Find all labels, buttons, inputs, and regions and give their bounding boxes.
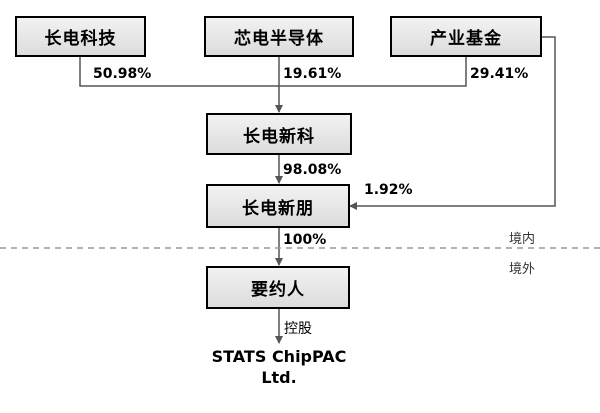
stake-fund-xinpeng: 1.92% [364, 182, 413, 198]
connector-keji [79, 57, 279, 87]
connector-fund-left [279, 57, 467, 87]
stake-fund-xinke: 29.41% [470, 66, 529, 82]
entity-industry-fund: 产业基金 [390, 16, 542, 57]
entity-label-line1: STATS ChipPAC [211, 347, 347, 366]
entity-xindian: 芯电半导体 [204, 16, 354, 57]
entity-label-line2: Ltd. [261, 368, 297, 387]
stake-xinpeng-offeror: 100% [283, 232, 327, 248]
entity-label: 长电科技 [44, 29, 117, 49]
entity-stats-chippac: STATS ChipPAC Ltd. [196, 344, 362, 390]
arrow-fund-to-xinpeng [349, 36, 556, 210]
stake-keji: 50.98% [93, 66, 152, 82]
entity-changdian-xinpeng: 长电新朋 [206, 184, 350, 228]
region-domestic: 境内 [509, 232, 536, 247]
entity-offeror: 要约人 [206, 266, 350, 309]
stake-xinke-xinpeng: 98.08% [283, 162, 342, 178]
entity-label: 要约人 [251, 280, 305, 300]
entity-label: 长电新科 [243, 126, 315, 147]
entity-label: 产业基金 [430, 29, 502, 49]
entity-changdian-xinke: 长电新科 [206, 113, 352, 155]
entity-label: 长电新朋 [242, 198, 314, 219]
entity-changdian-keji: 长电科技 [15, 16, 146, 57]
entity-label: 芯电半导体 [234, 29, 324, 49]
region-overseas: 境外 [509, 262, 536, 277]
stake-xindian: 19.61% [283, 66, 342, 82]
stake-control: 控股 [284, 321, 312, 337]
